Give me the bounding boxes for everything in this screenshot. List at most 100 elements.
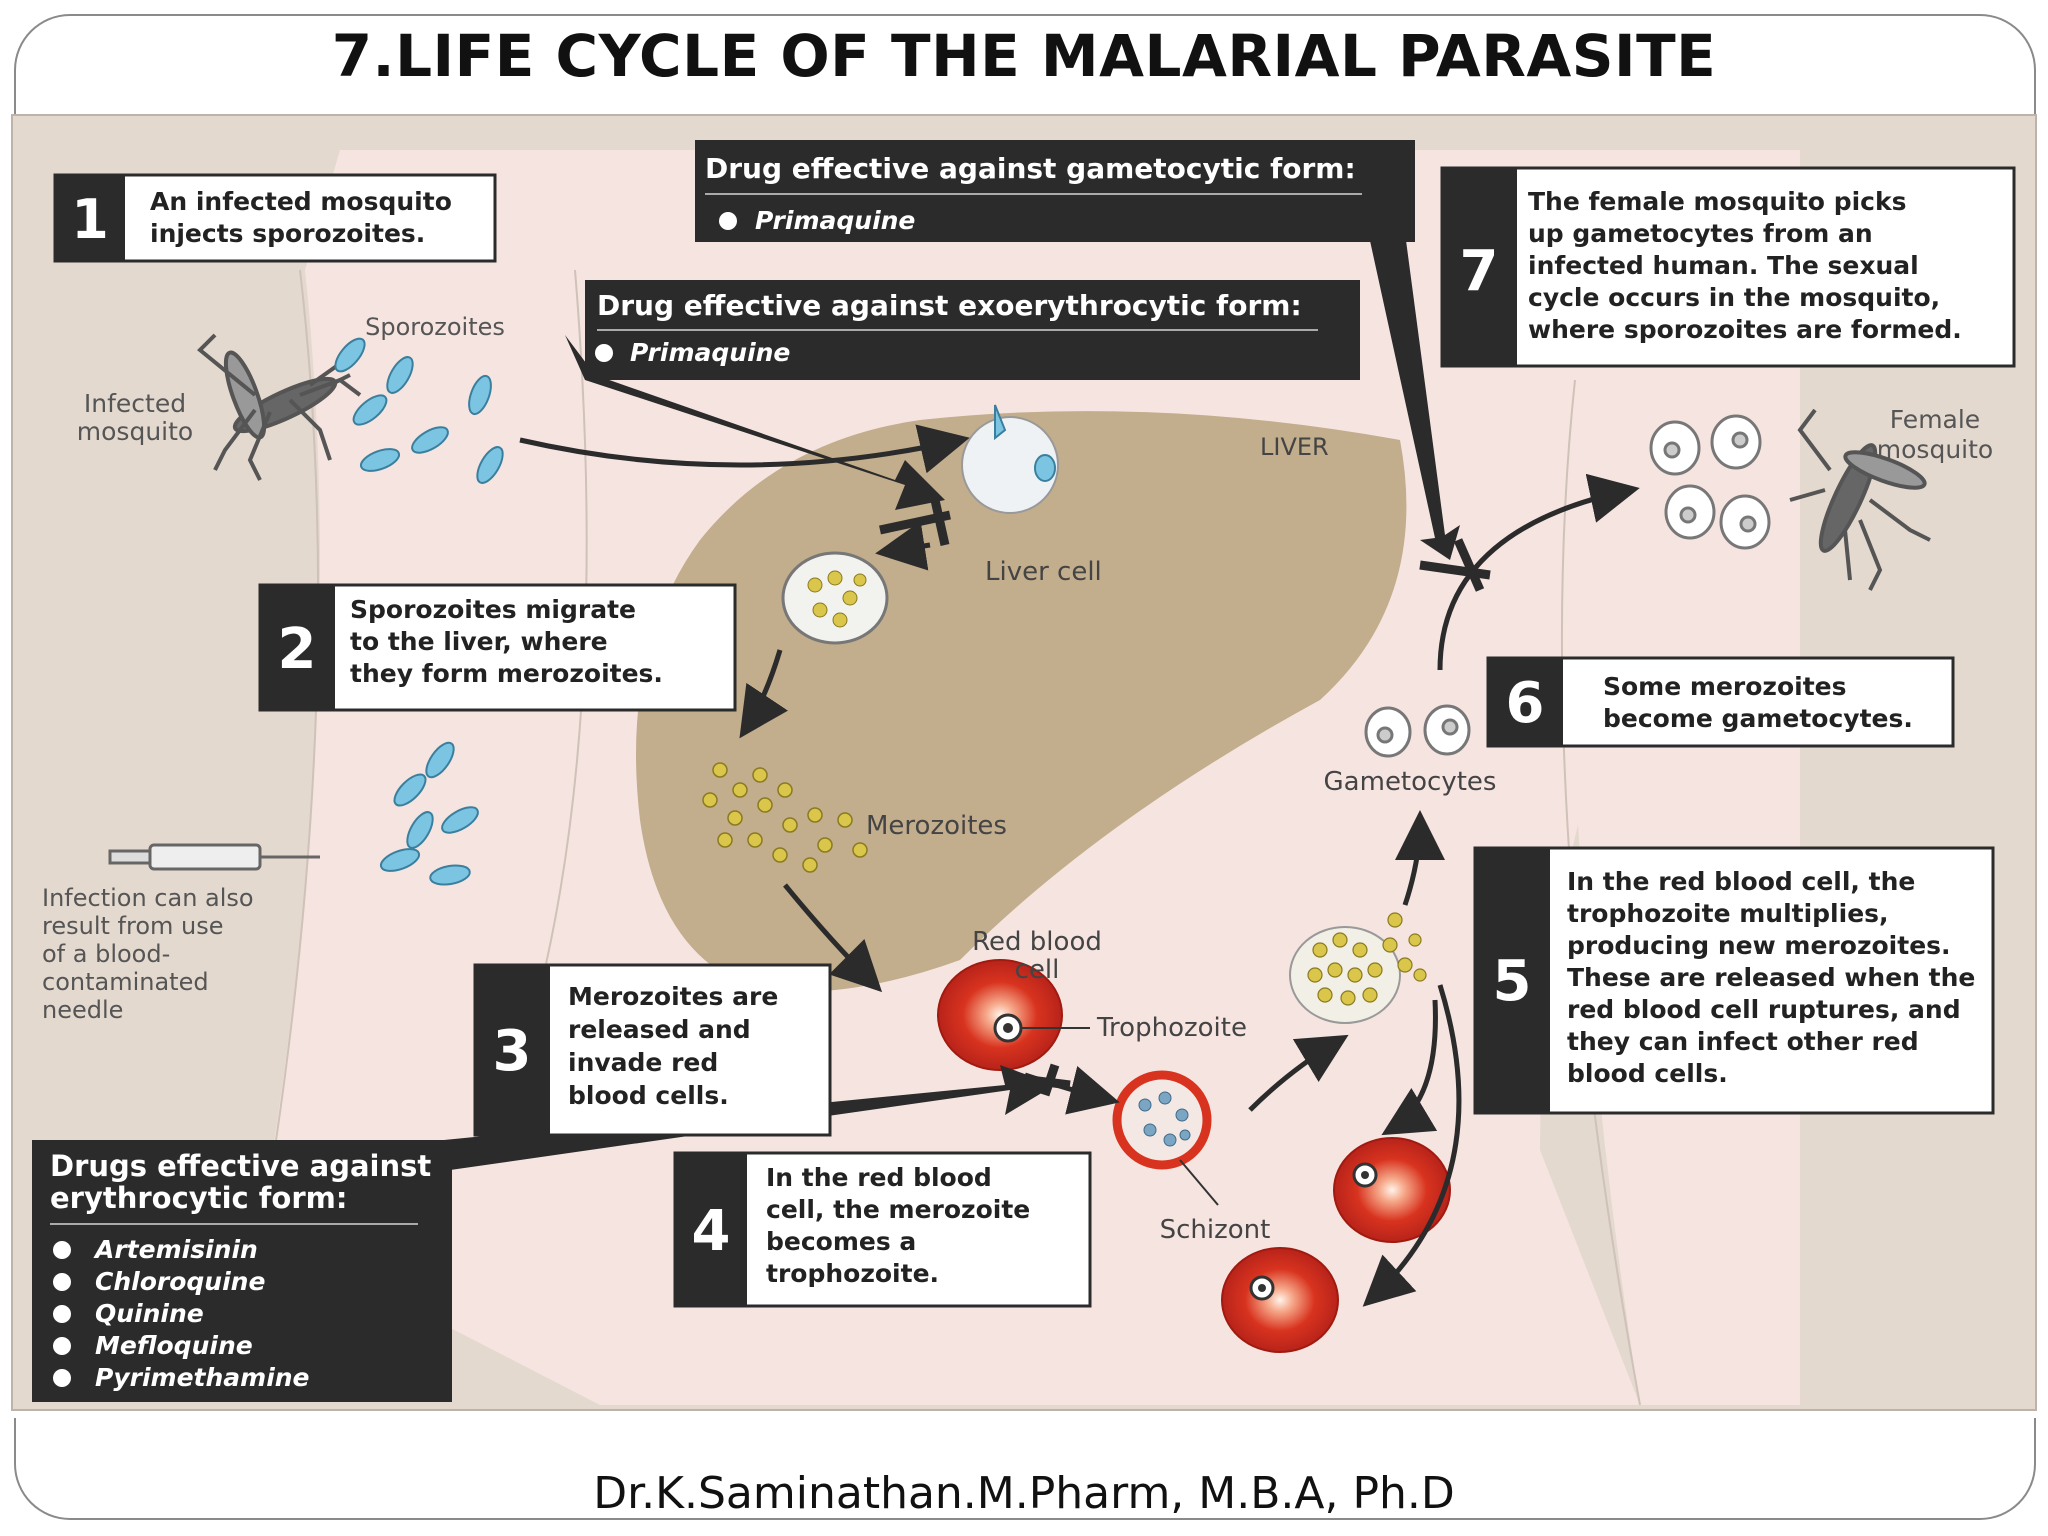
red-blood-cell-label-2: cell <box>1015 955 1060 985</box>
syringe-needle-icon <box>108 843 320 871</box>
gametocytes-label: Gametocytes <box>1324 767 1497 797</box>
title-frame <box>14 14 2036 126</box>
step-3-text-3: invade red <box>568 1048 718 1077</box>
arrow-to-gametocytes <box>1394 810 1445 906</box>
step-3-text-4: blood cells. <box>568 1081 729 1110</box>
step-5-number: 5 <box>1493 949 1532 1014</box>
step-4-callout: 4 In the red blood cell, the merozoite b… <box>673 1151 1092 1308</box>
bullet-icon <box>53 1305 71 1323</box>
infected-liver-cell-icon <box>781 551 889 645</box>
drug-erythrocytic-title-2: erythrocytic form: <box>50 1181 347 1215</box>
step-1-text-1: An infected mosquito <box>150 187 452 216</box>
step-3-text-1: Merozoites are <box>568 982 778 1011</box>
page-title: 7.LIFE CYCLE OF THE MALARIAL PARASITE <box>331 22 1717 90</box>
bullet-icon <box>53 1273 71 1291</box>
step-7-number: 7 <box>1460 239 1499 304</box>
arrow-to-new-red-cell <box>1381 999 1438 1136</box>
drug-erythrocytic-item-3: Quinine <box>95 1299 204 1328</box>
step-6-text-2: become gametocytes. <box>1603 704 1913 733</box>
drug-exoerythrocytic-item-1: Primaquine <box>630 338 790 367</box>
arrow-to-new-red-cell-2 <box>1362 984 1462 1307</box>
drug-gametocytic-item-1: Primaquine <box>755 206 915 235</box>
step-7-text-1: The female mosquito picks <box>1528 187 1906 216</box>
merozoites-cluster <box>702 762 868 873</box>
needle-sporozoites <box>379 741 479 886</box>
infected-red-cell-icon-2 <box>1221 1247 1339 1353</box>
step-4-text-3: becomes a <box>766 1227 916 1256</box>
bullet-icon <box>53 1369 71 1387</box>
arrow-to-mosquito <box>1437 473 1640 671</box>
drug-erythrocytic-item-1: Artemisinin <box>93 1235 258 1264</box>
arrow-to-liver <box>519 424 970 474</box>
drug-erythrocytic-item-5: Pyrimethamine <box>95 1363 310 1392</box>
arrow-to-merozoites <box>739 649 788 739</box>
schizont-icon <box>1112 1070 1212 1170</box>
arrow-to-red-cell <box>783 883 883 993</box>
step-5-text-3: producing new merozoites. <box>1567 931 1951 960</box>
step-6-number: 6 <box>1506 671 1545 736</box>
female-mosquito-label-1: Female <box>1890 405 1980 434</box>
author-credit: Dr.K.Saminathan.M.Pharm, M.B.A, Ph.D <box>593 1468 1455 1519</box>
needle-note-2: result from use <box>42 912 224 940</box>
step-5-text-7: blood cells. <box>1567 1059 1728 1088</box>
needle-note-5: needle <box>42 996 123 1024</box>
step-1-number: 1 <box>71 188 109 251</box>
trophozoite-label: Trophozoite <box>1096 1013 1247 1043</box>
red-blood-cell-icon <box>937 959 1063 1071</box>
drug-block-markers <box>879 499 1491 1097</box>
step-7-text-4: cycle occurs in the mosquito, <box>1528 283 1940 312</box>
drug-erythrocytic-item-2: Chloroquine <box>95 1267 265 1296</box>
footer-frame <box>14 1418 2036 1520</box>
drug-erythrocytic-title-1: Drugs effective against <box>50 1149 431 1183</box>
drug-gametocytic-title: Drug effective against gametocytic form: <box>705 152 1356 185</box>
step-7-callout: 7 The female mosquito picks up gametocyt… <box>1440 166 2016 368</box>
step-7-text-3: infected human. The sexual <box>1528 251 1919 280</box>
liver-cell-icon <box>961 404 1059 514</box>
needle-note-1: Infection can also <box>42 884 254 912</box>
step-4-text-2: cell, the merozoite <box>766 1195 1030 1224</box>
bullet-icon <box>53 1337 71 1355</box>
step-2-text-1: Sporozoites migrate <box>350 595 636 624</box>
infected-mosquito-icon <box>197 333 362 481</box>
infected-red-cell-icon <box>1333 1137 1451 1243</box>
needle-note-4: contaminated <box>42 968 209 996</box>
step-1-text-2: injects sporozoites. <box>150 219 425 248</box>
step-4-number: 4 <box>692 1199 731 1264</box>
sporozoites-cluster <box>334 337 504 484</box>
needle-note-3: of a blood- <box>42 940 170 968</box>
step-5-text-2: trophozoite multiplies, <box>1567 899 1889 928</box>
red-blood-cell-label-1: Red blood <box>972 927 1102 957</box>
step-2-text-3: they form merozoites. <box>350 659 663 688</box>
step-5-text-4: These are released when the <box>1567 963 1975 992</box>
cycle-arrows <box>519 424 1640 1307</box>
step-3-callout: 3 Merozoites are released and invade red… <box>473 963 832 1137</box>
bullet-icon <box>53 1241 71 1259</box>
step-3-number: 3 <box>493 1019 532 1084</box>
drug-box-exoerythrocytic: Drug effective against exoerythrocytic f… <box>585 280 1360 380</box>
drug-box-gametocytic: Drug effective against gametocytic form:… <box>695 140 1415 242</box>
bullet-icon <box>595 344 613 362</box>
step-4-text-4: trophozoite. <box>766 1259 939 1288</box>
step-5-text-5: red blood cell ruptures, and <box>1567 995 1961 1024</box>
step-7-text-2: up gametocytes from an <box>1528 219 1873 248</box>
step-2-callout: 2 Sporozoites migrate to the liver, wher… <box>258 583 737 712</box>
step-7-text-5: where sporozoites are formed. <box>1528 315 1962 344</box>
arrow-to-ruptured-cell <box>1248 1034 1349 1112</box>
drug-erythrocytic-item-4: Mefloquine <box>95 1331 253 1360</box>
step-6-callout: 6 Some merozoites become gametocytes. <box>1486 656 1955 748</box>
female-mosquito-label-2: mosquito <box>1877 435 1993 464</box>
step-5-text-6: they can infect other red <box>1567 1027 1919 1056</box>
step-5-callout: 5 In the red blood cell, the trophozoite… <box>1473 846 1995 1115</box>
step-6-text-1: Some merozoites <box>1603 672 1846 701</box>
step-2-text-2: to the liver, where <box>350 627 608 656</box>
infected-mosquito-label-2: mosquito <box>77 417 193 446</box>
liver-label: LIVER <box>1260 433 1329 461</box>
gametocytes-icon <box>1364 704 1471 758</box>
liver-cell-label: Liver cell <box>985 557 1102 587</box>
drug-exoerythrocytic-title: Drug effective against exoerythrocytic f… <box>597 289 1302 322</box>
drug-box-erythrocytic: Drugs effective against erythrocytic for… <box>32 1140 452 1402</box>
sporozoites-label: Sporozoites <box>365 313 505 341</box>
step-3-text-2: released and <box>568 1015 751 1044</box>
merozoites-label: Merozoites <box>866 811 1007 841</box>
